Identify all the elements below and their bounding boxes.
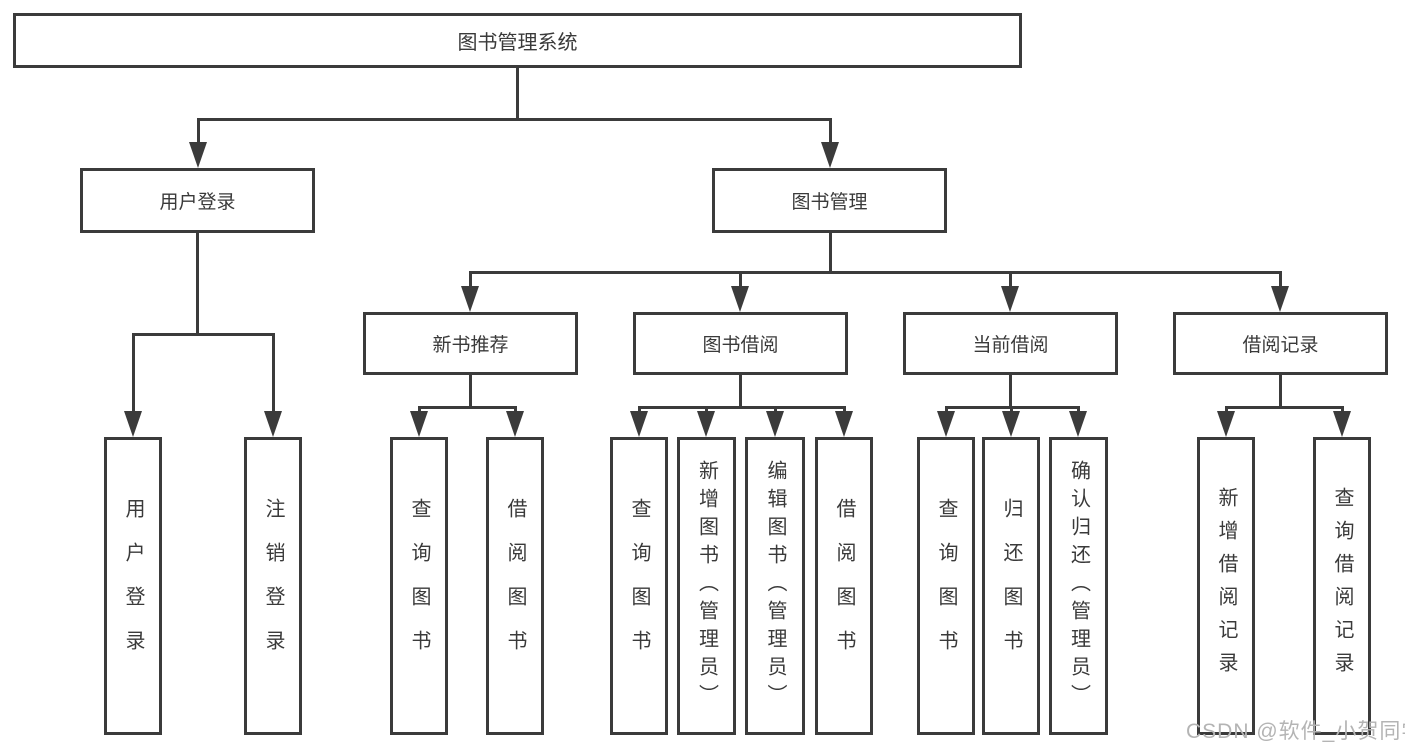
connector-records-stem — [1279, 373, 1282, 408]
arrow-stem — [638, 406, 641, 413]
arrowhead — [937, 411, 955, 437]
arrow-stem — [1077, 406, 1080, 413]
connector-recommend-stem — [469, 373, 472, 408]
arrowhead — [1001, 286, 1019, 312]
leaf-add-borrow-record: 新增借阅记录 — [1197, 437, 1255, 735]
leaf-logout: 注销登录 — [244, 437, 302, 735]
connector-borrowing-bus — [638, 406, 845, 409]
arrow-stem — [705, 406, 708, 413]
arrow-stem — [829, 118, 832, 144]
arrowhead — [766, 411, 784, 437]
leaf-confirm-return-admin: 确认归还（管理员） — [1049, 437, 1108, 735]
arrowhead — [630, 411, 648, 437]
node-borrowing-records: 借阅记录 — [1173, 312, 1388, 375]
connector-bookmgmt-stem — [829, 233, 832, 273]
arrowhead — [124, 411, 142, 437]
connector-root-stem — [516, 66, 519, 120]
leaf-query-borrow-record: 查询借阅记录 — [1313, 437, 1371, 735]
arrow-stem — [469, 271, 472, 289]
connector-recommend-bus — [418, 406, 517, 409]
arrow-stem — [1009, 271, 1012, 289]
arrowhead — [1002, 411, 1020, 437]
arrow-stem — [1225, 406, 1228, 413]
arrowhead — [1217, 411, 1235, 437]
node-user-login: 用户登录 — [80, 168, 315, 233]
arrowhead — [697, 411, 715, 437]
arrowhead — [821, 142, 839, 168]
arrowhead — [189, 142, 207, 168]
node-new-book-recommendation: 新书推荐 — [363, 312, 578, 375]
leaf-query-books-current: 查询图书 — [917, 437, 975, 735]
leaf-add-books-admin: 新增图书（管理员） — [677, 437, 736, 735]
arrowhead — [1069, 411, 1087, 437]
connector-current-stem — [1009, 373, 1012, 408]
arrowhead — [1271, 286, 1289, 312]
node-book-management: 图书管理 — [712, 168, 947, 233]
arrow-stem — [945, 406, 948, 413]
arrow-stem — [774, 406, 777, 413]
arrow-stem — [1341, 406, 1344, 413]
arrowhead — [506, 411, 524, 437]
connector-bookmgmt-bus — [469, 271, 1281, 274]
node-book-borrowing: 图书借阅 — [633, 312, 848, 375]
arrowhead — [1333, 411, 1351, 437]
arrow-stem — [1010, 406, 1013, 413]
node-root: 图书管理系统 — [13, 13, 1022, 68]
leaf-query-books-recommend: 查询图书 — [390, 437, 448, 735]
arrow-stem — [197, 118, 200, 144]
arrowhead — [410, 411, 428, 437]
leaf-edit-books-admin: 编辑图书（管理员） — [745, 437, 805, 735]
arrow-stem — [1279, 271, 1282, 289]
arrow-stem — [514, 406, 517, 413]
arrowhead — [461, 286, 479, 312]
connector-root-bus — [197, 118, 831, 121]
leaf-borrow-books-recommend: 借阅图书 — [486, 437, 544, 735]
node-current-borrowing: 当前借阅 — [903, 312, 1118, 375]
csdn-watermark: CSDN @软件_小贺同学 — [1186, 720, 1405, 743]
arrowhead — [731, 286, 749, 312]
leaf-query-books-borrowing: 查询图书 — [610, 437, 668, 735]
connector-userlogin-bus — [132, 333, 274, 336]
arrow-stem — [418, 406, 421, 413]
arrow-stem — [739, 271, 742, 289]
connector-borrowing-stem — [739, 373, 742, 408]
arrowhead — [264, 411, 282, 437]
arrow-stem — [272, 333, 275, 413]
leaf-borrow-books-borrowing: 借阅图书 — [815, 437, 873, 735]
leaf-return-books: 归还图书 — [982, 437, 1040, 735]
arrow-stem — [132, 333, 135, 413]
connector-userlogin-stem — [196, 233, 199, 335]
arrow-stem — [843, 406, 846, 413]
connector-records-bus — [1225, 406, 1343, 409]
leaf-user-login: 用户登录 — [104, 437, 162, 735]
arrowhead — [835, 411, 853, 437]
